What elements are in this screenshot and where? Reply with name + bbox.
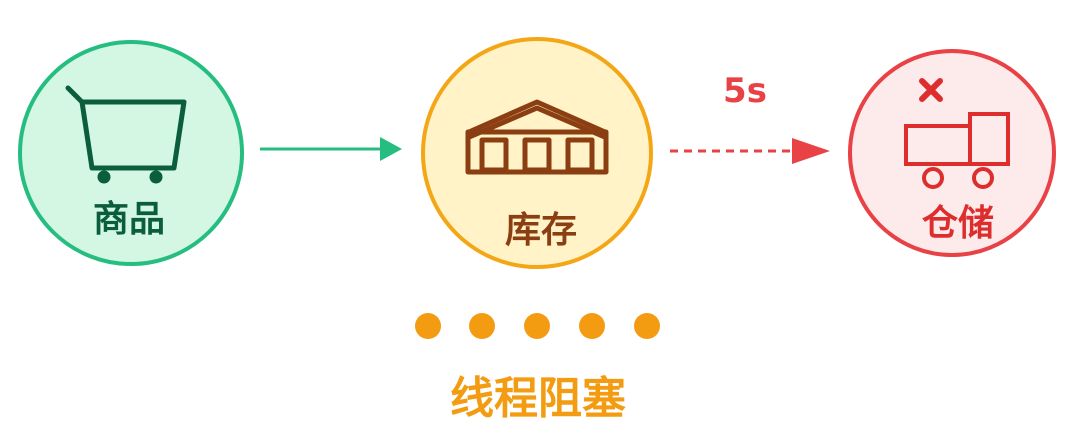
edge-product-to-inventory-arrowhead [380, 137, 402, 161]
node-inventory-label: 库存 [505, 210, 577, 251]
node-warehouse-label: 仓储 [922, 203, 994, 244]
node-warehouse: 仓储 [848, 49, 1056, 257]
blocking-dot-4 [579, 313, 605, 339]
blocking-dots [415, 313, 660, 339]
edge-inventory-to-warehouse-arrowhead [792, 138, 830, 164]
edge-inventory-to-warehouse: 5s [670, 71, 830, 164]
node-inventory-circle [421, 37, 653, 269]
node-warehouse-circle [848, 49, 1056, 257]
blocking-dot-1 [415, 313, 441, 339]
shopping-cart-icon [65, 85, 187, 184]
cross-icon [919, 78, 943, 102]
blocking-dot-3 [524, 313, 550, 339]
edge-product-to-inventory [260, 137, 402, 161]
blocking-dot-2 [469, 313, 495, 339]
edge-delay-label: 5s [723, 71, 767, 111]
thread-blocked-label: 线程阻塞 [450, 373, 626, 424]
blocking-dot-5 [634, 313, 660, 339]
node-product: 商品 [18, 40, 244, 266]
node-inventory: 库存 [421, 37, 653, 269]
warehouse-icon [465, 99, 609, 175]
node-product-label: 商品 [93, 199, 165, 240]
delivery-truck-icon [904, 112, 1010, 189]
